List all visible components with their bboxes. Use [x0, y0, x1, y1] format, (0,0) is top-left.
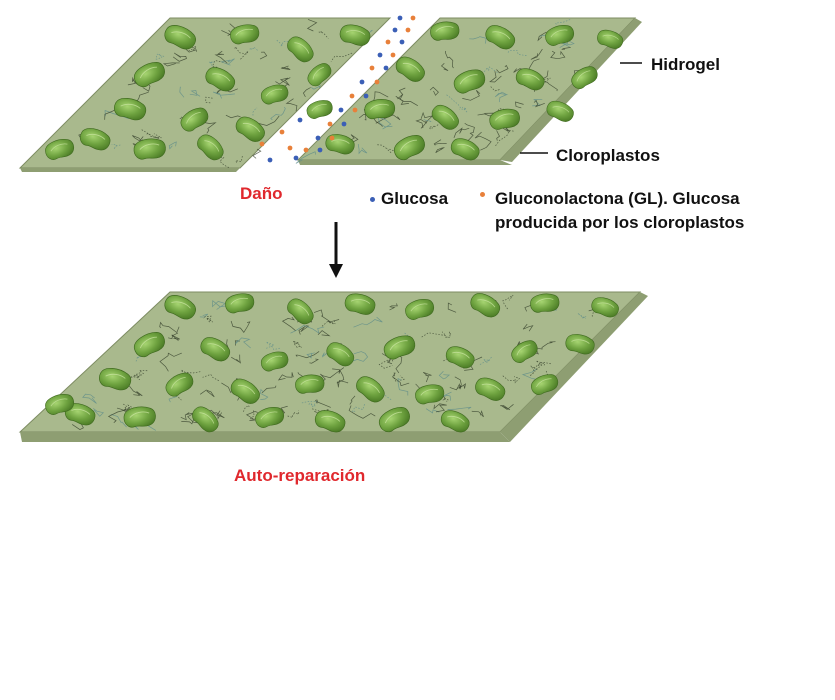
- gluconolactone-molecule: [327, 121, 333, 127]
- chloroplast-label: Cloroplastos: [556, 146, 660, 165]
- gluconolactone-molecule: [279, 129, 285, 135]
- gluconolactone-molecule: [410, 15, 416, 21]
- glucose-molecule: [359, 79, 365, 85]
- down-arrow-icon: [329, 222, 343, 278]
- glucose-molecule: [341, 121, 347, 127]
- glucose-dot-icon: [370, 197, 375, 202]
- gluconolactone-molecule: [390, 52, 396, 58]
- hydrogel-label: Hidrogel: [651, 55, 720, 74]
- polymer-network-top: [78, 19, 610, 168]
- glucose-molecule: [397, 15, 403, 21]
- gluconolactone-dot-icon: [480, 192, 485, 197]
- glucose-molecule: [392, 27, 398, 33]
- gluconolactone-molecule: [329, 135, 335, 141]
- glucose-molecule: [377, 52, 383, 58]
- gluconolactone-molecule: [349, 93, 355, 99]
- gluconolactone-molecule: [259, 141, 265, 147]
- glucose-molecule: [338, 107, 344, 113]
- glucose-molecule: [267, 157, 273, 163]
- glucose-molecule: [363, 93, 369, 99]
- damage-label: Daño: [240, 184, 283, 203]
- glucose-molecule: [293, 155, 299, 161]
- gluconolactone-molecule: [303, 147, 309, 153]
- gluconolactone-molecule: [405, 27, 411, 33]
- glucose-molecule: [315, 135, 321, 141]
- gluconolactone-molecule: [287, 145, 293, 151]
- glucose-molecule: [297, 117, 303, 123]
- crack-molecules: [259, 15, 416, 163]
- gluconolactone-molecule: [352, 107, 358, 113]
- glucose-legend-label: Glucosa: [381, 189, 449, 208]
- gluconolactone-legend-line1: Gluconolactona (GL). Glucosa: [495, 189, 740, 208]
- gluconolactone-molecule: [369, 65, 375, 71]
- glucose-molecule: [317, 147, 323, 153]
- self-repair-label: Auto-reparación: [234, 466, 366, 485]
- glucose-molecule: [383, 65, 389, 71]
- gluconolactone-legend-line2: producida por los cloroplastos: [495, 213, 745, 232]
- glucose-molecule: [399, 39, 405, 45]
- chloroplast-icon: [304, 96, 335, 122]
- gluconolactone-molecule: [374, 79, 380, 85]
- gluconolactone-molecule: [385, 39, 391, 45]
